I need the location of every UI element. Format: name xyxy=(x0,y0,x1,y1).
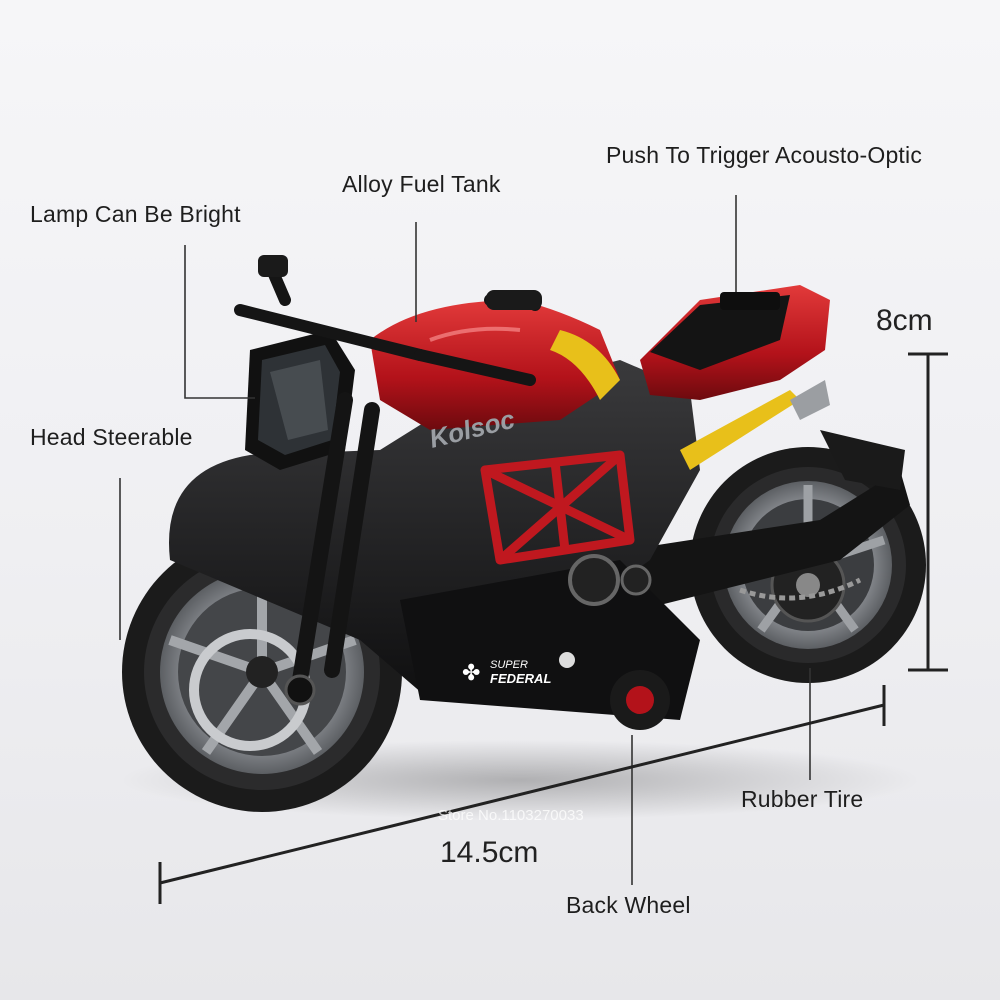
trellis-frame xyxy=(480,450,635,565)
label-push-trigger: Push To Trigger Acousto-Optic xyxy=(606,142,923,168)
label-rubber-tire: Rubber Tire xyxy=(741,786,864,812)
label-fuel-tank: Alloy Fuel Tank xyxy=(342,171,501,197)
label-lamp: Lamp Can Be Bright xyxy=(30,201,241,227)
height-dimension-line xyxy=(908,352,948,672)
front-axle xyxy=(284,674,316,706)
cross-logo-icon: ✤ xyxy=(462,661,480,686)
store-watermark: Store No.1103270033 xyxy=(438,807,584,824)
length-dimension-line xyxy=(158,685,886,904)
decal-line2: FEDERAL xyxy=(490,671,551,686)
fuel-tank xyxy=(370,300,620,430)
length-dimension-label: 14.5cm xyxy=(440,836,539,869)
height-dimension-label: 8cm xyxy=(876,304,933,337)
decal-line1: SUPER xyxy=(490,659,528,671)
label-head-steerable: Head Steerable xyxy=(30,424,193,450)
label-back-wheel: Back Wheel xyxy=(566,892,691,918)
decal: ✤ SUPER FEDERAL xyxy=(462,659,551,686)
seat-tail xyxy=(640,285,830,470)
mirrors xyxy=(258,255,542,310)
headlight xyxy=(245,330,355,470)
front-fork xyxy=(292,392,380,688)
motorcycle-body xyxy=(169,360,700,730)
